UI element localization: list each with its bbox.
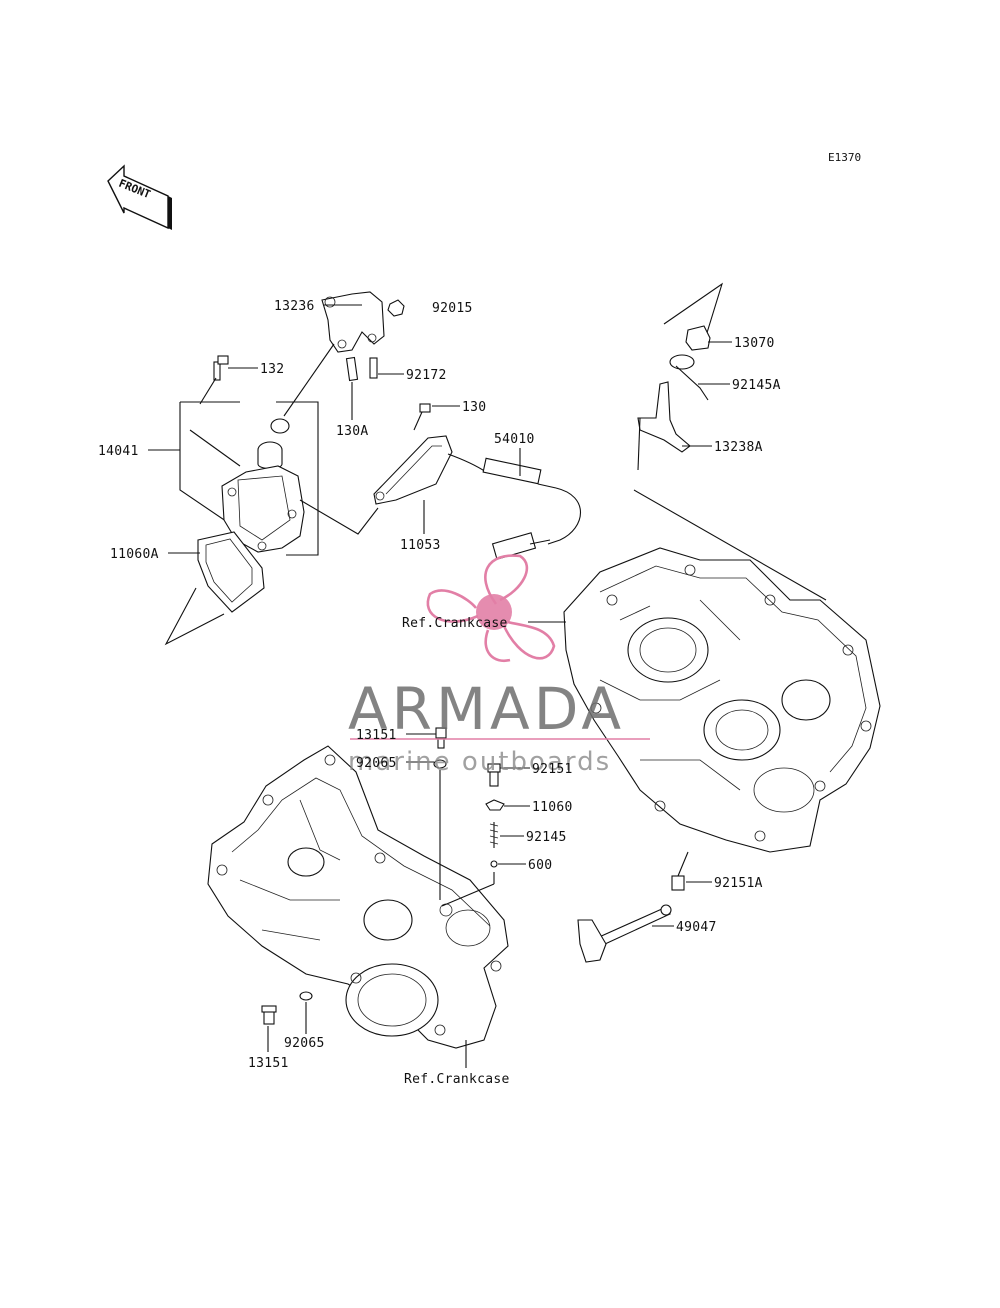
pump-cover-assembly (164, 291, 431, 646)
part-label-600: 600 (528, 858, 552, 873)
part-label-92172: 92172 (406, 368, 447, 383)
crankcase-left (207, 745, 509, 1049)
part-label-13236: 13236 (274, 299, 315, 314)
part-label-13238A: 13238A (714, 440, 763, 455)
watermark-title: ARMADA (348, 675, 625, 743)
part-label-92145: 92145 (526, 830, 567, 845)
part-label-92145A: 92145A (732, 378, 781, 393)
part-label-13070: 13070 (734, 336, 775, 351)
part-label-92065-upper: 92065 (356, 756, 397, 771)
part-label-92151: 92151 (532, 762, 573, 777)
part-label-ref-crankcase-lower: Ref.Crankcase (404, 1072, 510, 1087)
small-parts-column (261, 727, 689, 1025)
propeller-logo-icon (426, 554, 556, 663)
part-label-132: 132 (260, 362, 284, 377)
part-label-13151-upper: 13151 (356, 728, 397, 743)
part-label-130A: 130A (336, 424, 369, 439)
part-label-92151A: 92151A (714, 876, 763, 891)
crankcase-right (563, 547, 881, 853)
part-label-11060: 11060 (532, 800, 573, 815)
figure-code: E1370 (828, 151, 861, 164)
leader-lines (148, 304, 732, 1068)
watermark-subtitle: marine outboards (348, 747, 611, 777)
part-label-11060A: 11060A (110, 547, 159, 562)
part-label-54010: 54010 (494, 432, 535, 447)
part-label-130: 130 (462, 400, 486, 415)
part-label-92015: 92015 (432, 301, 473, 316)
shift-lever-group (633, 282, 827, 601)
part-label-ref-crankcase-upper: Ref.Crankcase (402, 616, 508, 631)
part-label-13151-lower: 13151 (248, 1056, 289, 1071)
armada-watermark: ARMADA marine outboards (348, 554, 650, 777)
part-label-49047: 49047 (676, 920, 717, 935)
part-label-14041: 14041 (98, 444, 139, 459)
part-label-11053: 11053 (400, 538, 441, 553)
part-label-92065-lower: 92065 (284, 1036, 325, 1051)
cable-assembly (373, 435, 582, 560)
part-labels: 13236 92015 132 92172 130A 130 14041 540… (98, 299, 781, 1087)
front-arrow-icon: FRONT (107, 164, 172, 230)
